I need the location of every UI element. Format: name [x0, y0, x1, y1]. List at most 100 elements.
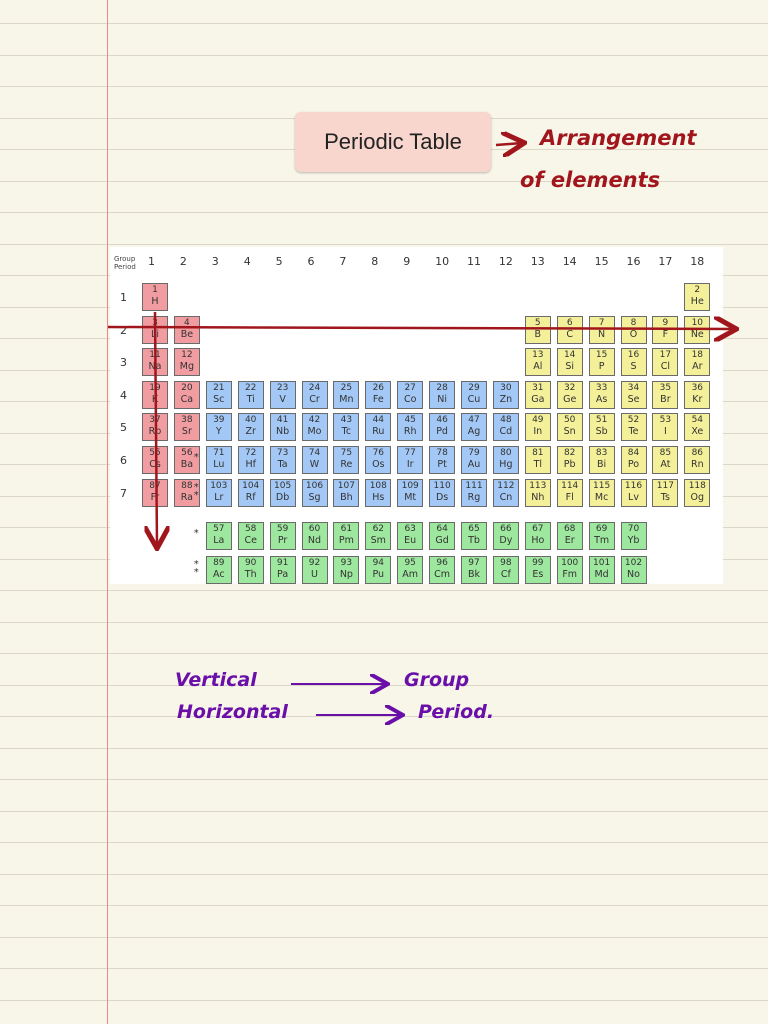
- definition-line-1: Arrangement: [540, 126, 697, 150]
- group-number: 5: [275, 255, 283, 268]
- atomic-number: 23: [276, 382, 289, 393]
- element-symbol: Ta: [277, 459, 288, 470]
- lanthanide-marker: *: [193, 452, 199, 463]
- element-symbol: Cf: [500, 569, 511, 580]
- atomic-number: 95: [404, 558, 416, 568]
- element-symbol: Ga: [531, 393, 545, 405]
- atomic-number: 98: [500, 558, 512, 568]
- ruled-line: [0, 622, 768, 623]
- group-number: 2: [179, 255, 187, 268]
- element-symbol: Gd: [435, 535, 449, 546]
- atomic-number: 70: [627, 524, 640, 534]
- element-symbol: Pr: [277, 535, 288, 546]
- atomic-number: 109: [401, 480, 419, 491]
- element-symbol: P: [598, 361, 605, 373]
- element-symbol: Ba: [180, 459, 194, 470]
- atomic-number: 6: [566, 317, 573, 328]
- element-symbol: Br: [660, 393, 671, 405]
- element-symbol: At: [660, 459, 671, 470]
- atomic-number: 66: [500, 524, 512, 534]
- element-symbol: Ge: [563, 393, 577, 405]
- atomic-number: 38: [181, 415, 193, 426]
- atomic-number: 39: [213, 415, 225, 426]
- atomic-number: 46: [436, 415, 448, 426]
- element-symbol: Nd: [307, 535, 322, 546]
- atomic-number: 78: [436, 448, 448, 458]
- atomic-number: 35: [659, 382, 672, 393]
- group-number: 3: [211, 255, 219, 268]
- ruled-line: [0, 86, 768, 87]
- atomic-number: 34: [627, 382, 640, 393]
- ruled-line: [0, 874, 768, 875]
- lanthanide-row-marker: *: [193, 528, 199, 539]
- atomic-number: 43: [340, 415, 353, 426]
- atomic-number: 58: [244, 524, 257, 534]
- element-symbol: Np: [339, 569, 353, 580]
- atomic-number: 103: [210, 480, 228, 491]
- atomic-number: 85: [659, 448, 672, 458]
- ruled-line: [0, 968, 768, 969]
- element-symbol: Hs: [372, 491, 385, 503]
- atomic-number: 44: [372, 415, 385, 426]
- element-symbol: Sr: [181, 426, 192, 438]
- atomic-number: 52: [627, 415, 640, 426]
- atomic-number: 48: [500, 415, 512, 426]
- atomic-number: 112: [497, 480, 515, 491]
- group-number: 9: [403, 255, 411, 268]
- atomic-number: 16: [627, 350, 640, 361]
- element-symbol: Cr: [309, 393, 320, 405]
- period-arrow: [107, 327, 734, 329]
- atomic-number: 99: [532, 558, 544, 568]
- atomic-number: 63: [404, 524, 416, 534]
- element-symbol: Sm: [370, 535, 386, 546]
- atomic-number: 9: [662, 317, 669, 328]
- atomic-number: 51: [595, 415, 608, 426]
- period-number: 3: [120, 356, 127, 370]
- definition-line-2: of elements: [520, 168, 661, 192]
- element-symbol: Mo: [307, 426, 322, 438]
- element-symbol: Ra: [180, 491, 193, 503]
- element-symbol: Dy: [499, 535, 513, 546]
- element-symbol: Cn: [499, 491, 513, 503]
- atomic-number: 102: [624, 558, 643, 568]
- element-symbol: Mt: [404, 491, 417, 503]
- element-symbol: Nb: [276, 426, 290, 438]
- element-symbol: Ca: [180, 393, 194, 405]
- element-symbol: Eu: [404, 535, 417, 546]
- group-number: 1: [148, 255, 155, 268]
- atomic-number: 60: [308, 524, 321, 534]
- group-label: Group: [404, 669, 470, 691]
- atomic-number: 111: [465, 480, 483, 491]
- element-symbol: W: [309, 459, 320, 470]
- element-symbol: Xe: [691, 426, 704, 438]
- atomic-number: 87: [149, 480, 161, 491]
- element-symbol: As: [595, 393, 608, 405]
- element-symbol: Fl: [565, 491, 574, 503]
